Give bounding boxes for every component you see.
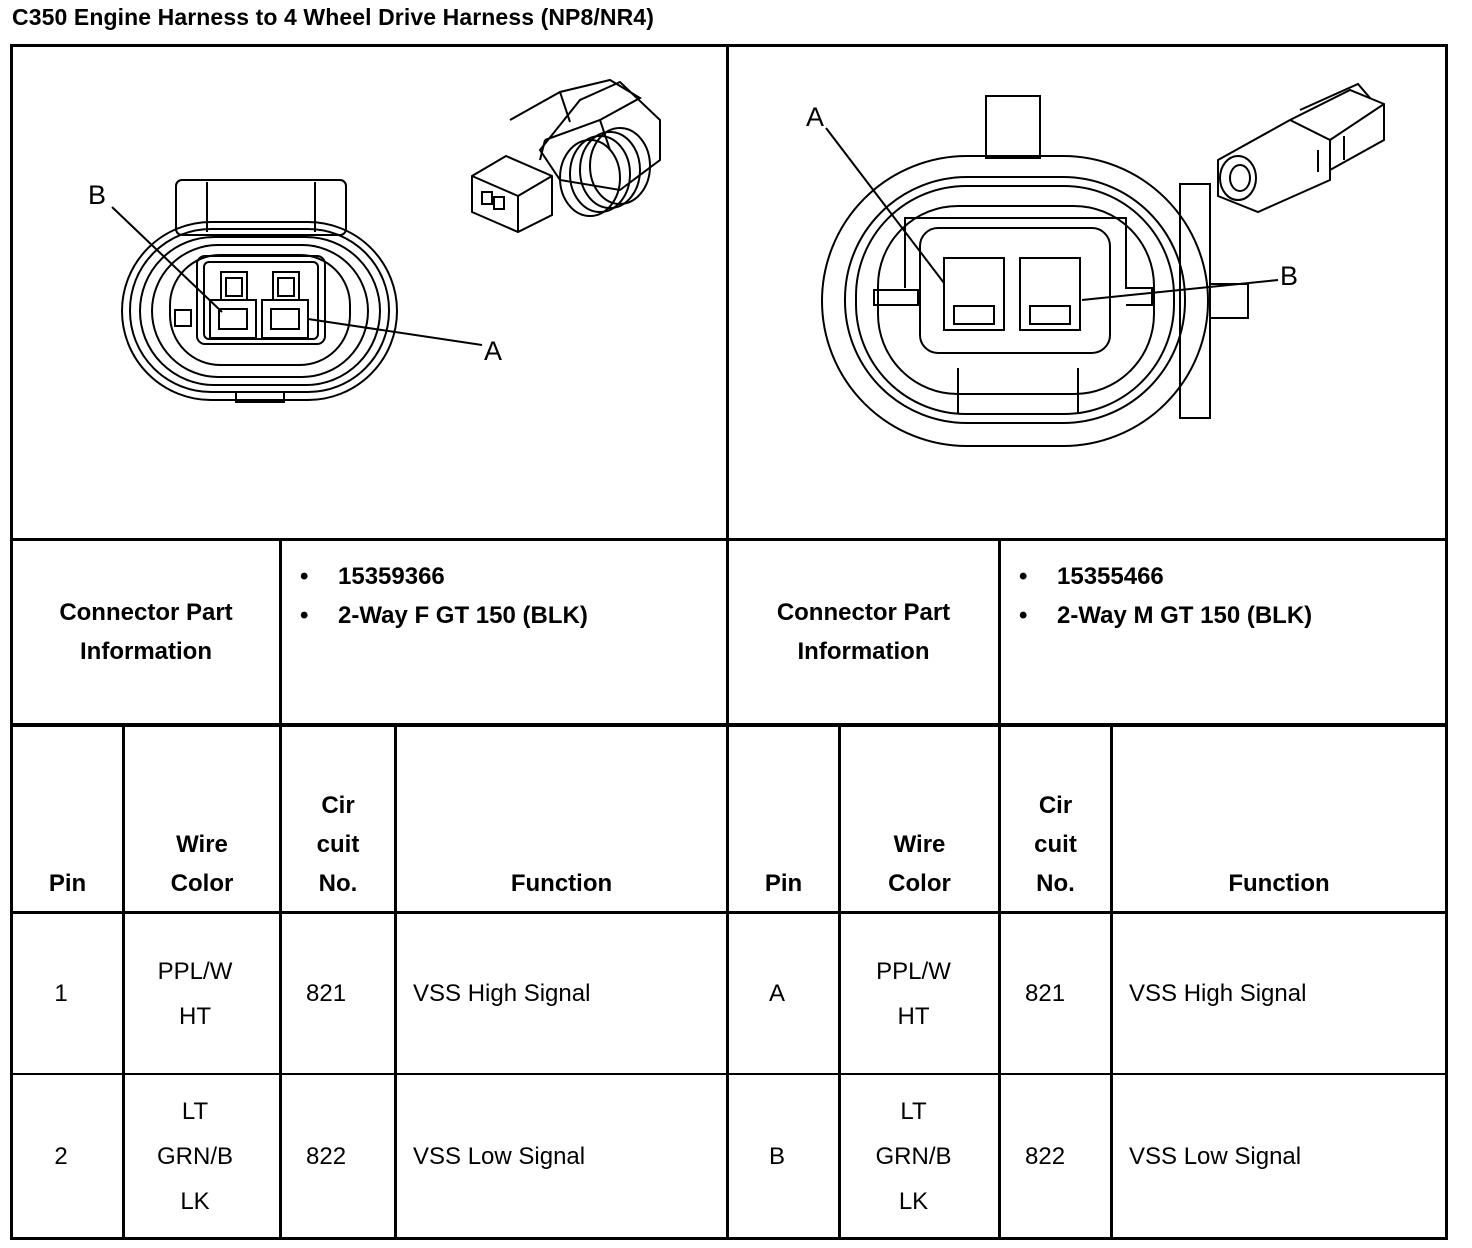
right-pin-label-b: B [1280,261,1299,291]
left-row1-circuit: 821 [306,980,347,1007]
left-header-pin: Pin [48,870,87,897]
right-pin-label-a: A [806,102,825,132]
right-row2-circuit: 822 [1025,1142,1066,1170]
left-header-circuit: Cir cuit No. [316,792,360,897]
left-row1-pin: 1 [54,980,68,1007]
right-row1-circuit: 821 [1025,980,1066,1007]
right-header-wire-color: Wire Color [888,831,951,897]
right-row1-pin: A [768,980,785,1007]
left-row1-wire-color: PPL/W HT [157,957,233,1030]
right-header-function: Function [1228,870,1330,897]
right-row2-pin: B [768,1142,785,1170]
left-part-info-label: Connector Part Information [59,599,233,665]
right-header-circuit: Cir cuit No. [1034,792,1077,897]
right-row1-function: VSS High Signal [1129,980,1307,1007]
left-row2-function: VSS Low Signal [413,1142,586,1170]
right-row2-function: VSS Low Signal [1129,1142,1302,1170]
left-part-info-list: 15359366 2-Way F GT 150 (BLK) [282,557,726,635]
right-row1-wire-color: PPL/W HT [876,957,951,1030]
left-pin-label-a: A [484,336,503,366]
left-header-function: Function [510,870,613,897]
page-title: C350 Engine Harness to 4 Wheel Drive Har… [12,4,654,30]
right-header-pin: Pin [764,870,803,897]
left-pin-label-b: B [88,180,107,210]
right-part-info-list: 15355466 2-Way M GT 150 (BLK) [1001,557,1445,635]
right-part-number: 15355466 [1001,557,1445,596]
left-part-number: 15359366 [282,557,726,596]
right-row2-wire-color: LT GRN/B LK [875,1097,952,1215]
left-row2-pin: 2 [54,1142,68,1170]
right-part-info-label: Connector Part Information [776,599,951,665]
left-row2-circuit: 822 [306,1142,347,1170]
left-part-description: 2-Way F GT 150 (BLK) [282,596,726,635]
right-part-description: 2-Way M GT 150 (BLK) [1001,596,1445,635]
left-row2-wire-color: LT GRN/B LK [156,1097,233,1215]
left-header-wire-color: Wire Color [170,831,234,897]
left-row1-function: VSS High Signal [413,980,591,1007]
